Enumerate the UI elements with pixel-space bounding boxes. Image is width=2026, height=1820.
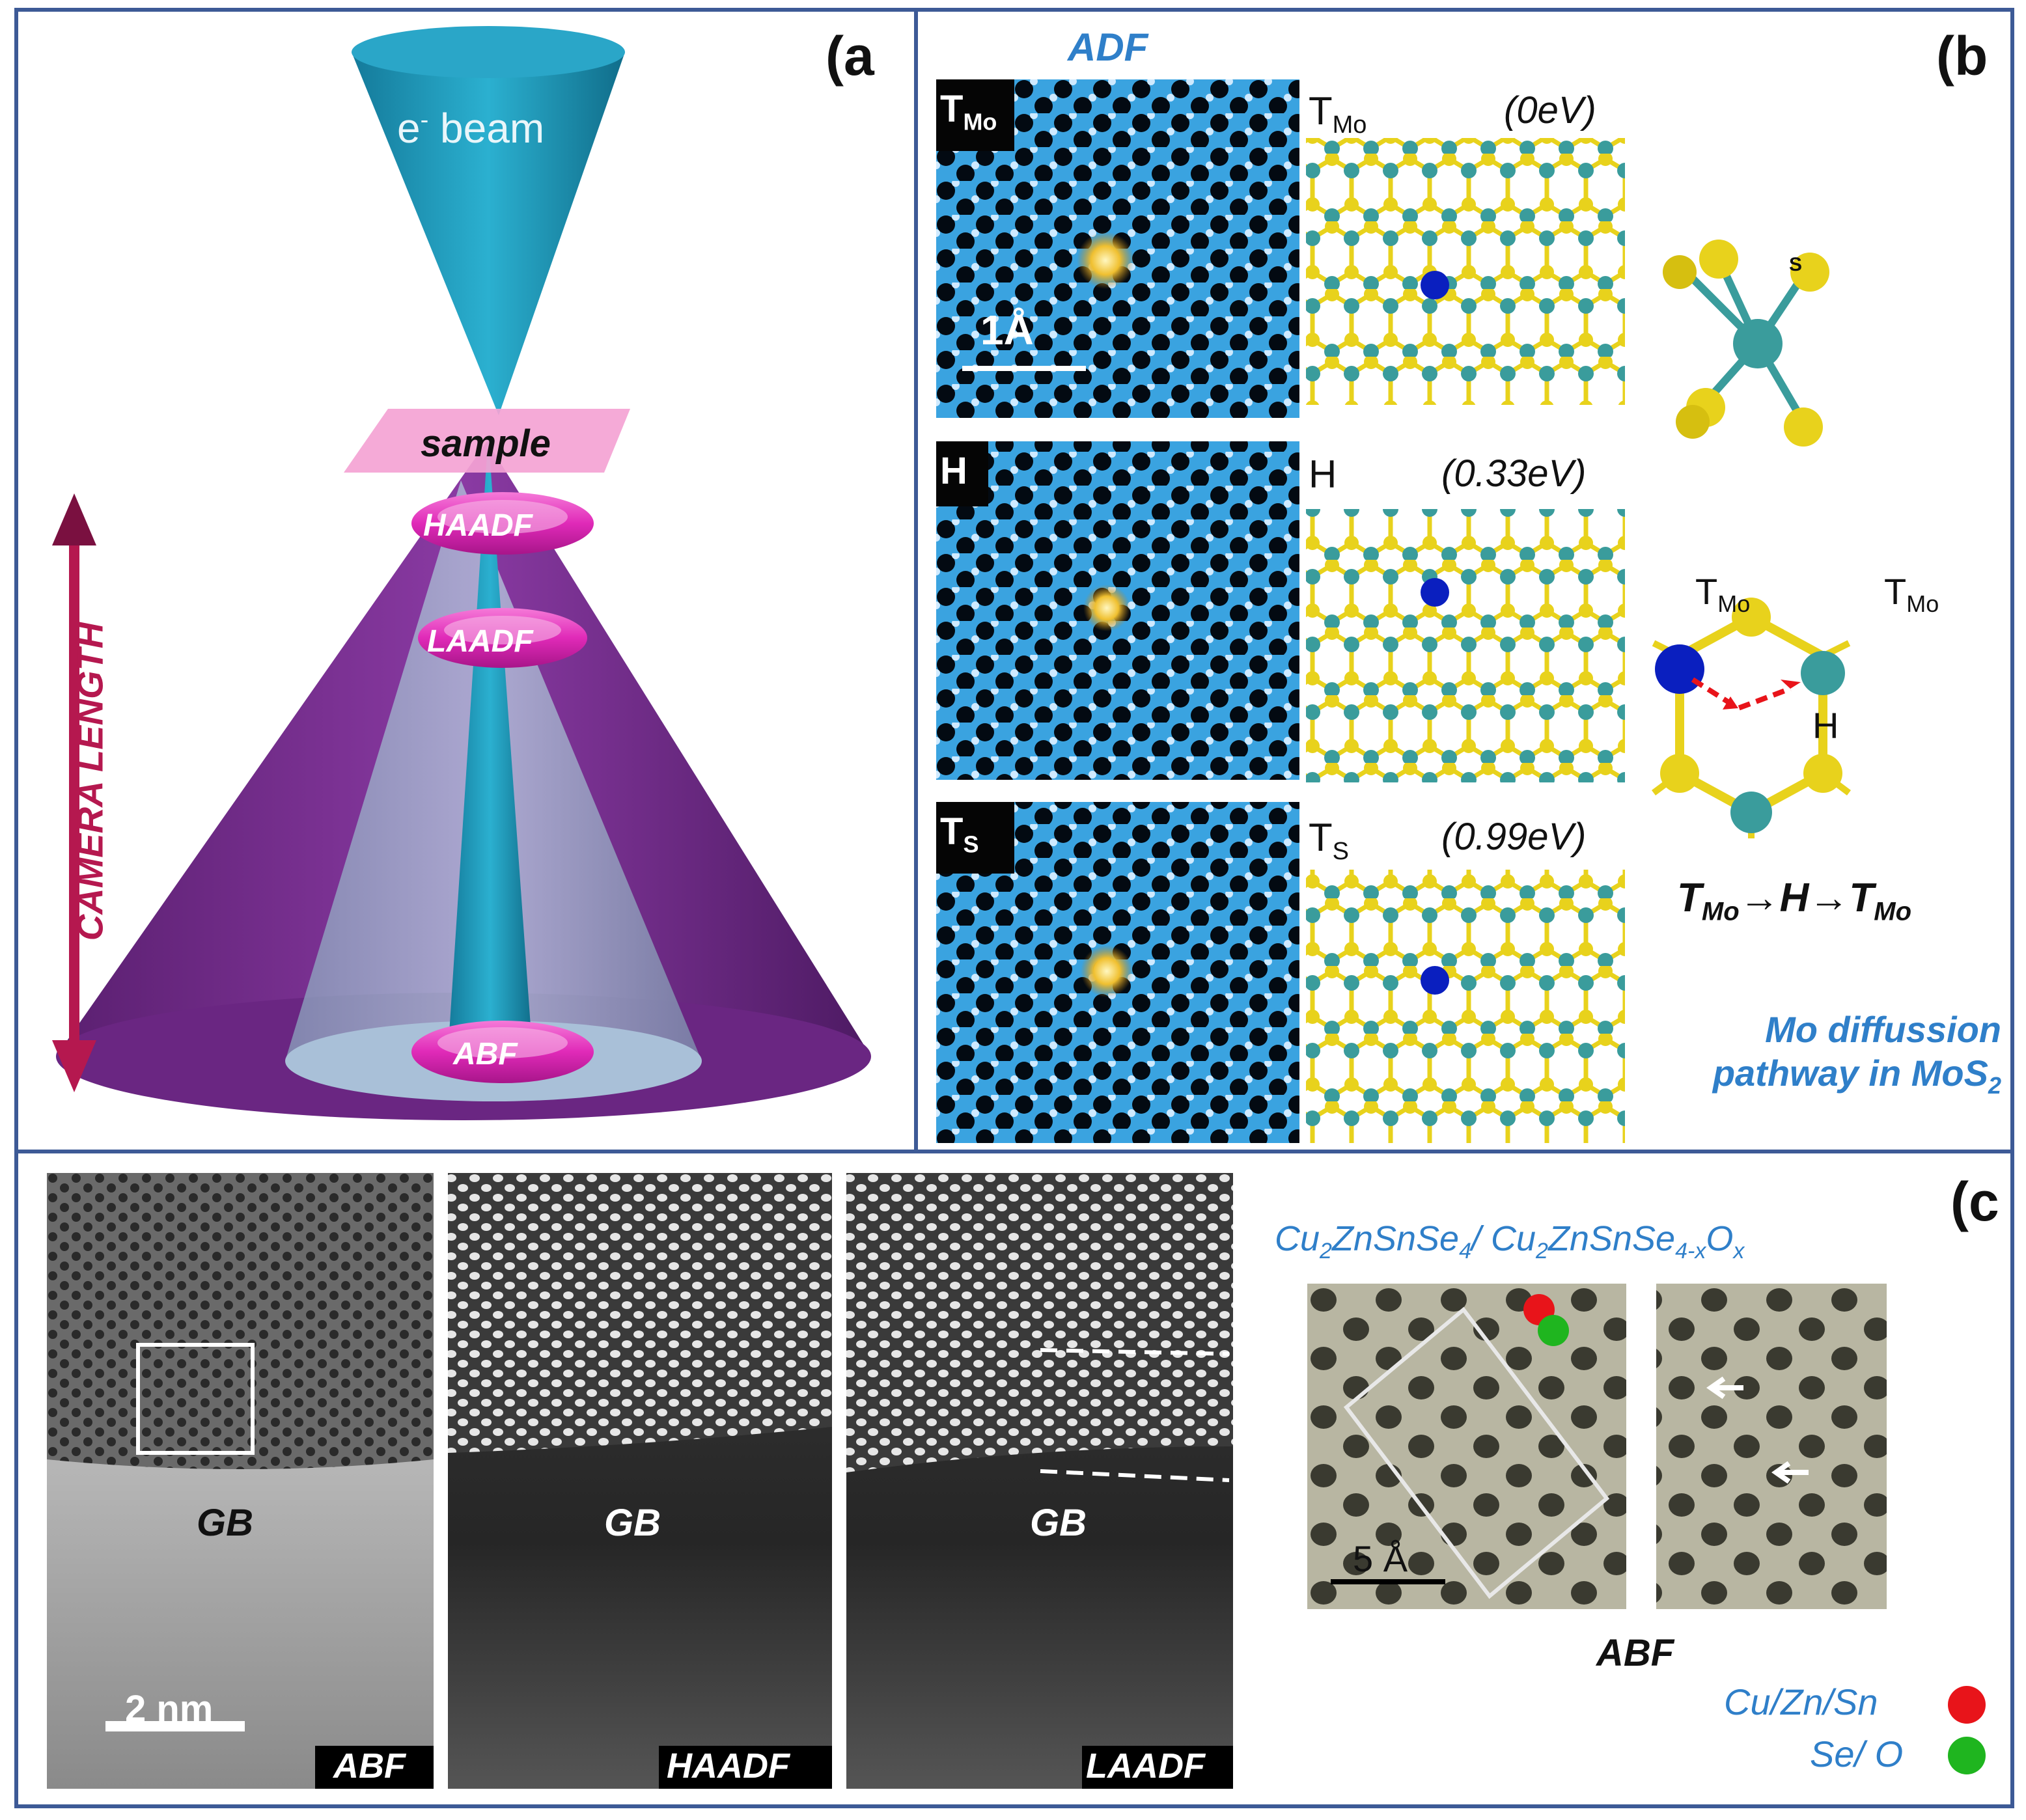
abf-insets	[1307, 1284, 1887, 1609]
haadf-ring	[411, 492, 594, 555]
dopant-ts	[1421, 966, 1449, 995]
adf-title: ADF	[1068, 25, 1148, 69]
octa-mo-label: Mo	[1825, 333, 1854, 355]
abf-inset-small	[1656, 1284, 1887, 1609]
panel-a-label: (a	[826, 25, 874, 87]
abf-inset-large	[1307, 1284, 1626, 1609]
legend-cu-zn-sn: Cu/Zn/Sn	[1724, 1681, 1878, 1722]
path-right-label: TMo	[1884, 571, 1939, 618]
pathway-hexagon	[1652, 598, 1851, 838]
haadf-gb-image	[448, 1173, 832, 1789]
scale-bar-1a: 1Å	[980, 307, 1034, 353]
legend-green-dot	[1948, 1737, 1986, 1774]
dopant-tmo	[1421, 271, 1449, 299]
struct-label-h: H	[1309, 452, 1337, 496]
legend-red-dot	[1948, 1686, 1986, 1724]
gb-label-laadf: GB	[1030, 1502, 1087, 1544]
panel-b-label: (b	[1936, 25, 1988, 87]
laadf-ring	[418, 608, 587, 668]
pathway-equation: TMo→H→TMo	[1677, 876, 1912, 926]
electron-beam-cone	[352, 26, 625, 415]
inset-abf-label: ABF	[1596, 1632, 1674, 1674]
lattice-h	[1306, 509, 1625, 782]
tag-h: H	[940, 450, 967, 492]
path-left-label: TMo	[1695, 571, 1751, 618]
camera-length-arrow	[52, 493, 96, 1092]
energy-h: (0.33eV)	[1441, 452, 1587, 495]
panel-a: (a	[14, 8, 919, 1156]
mos6-octahedron	[1663, 240, 1829, 447]
adf-image-ts	[936, 802, 1299, 1143]
haadf-label: HAADF	[423, 508, 533, 543]
tag-laadf: LAADF	[1086, 1746, 1205, 1786]
laadf-label: LAADF	[427, 624, 533, 659]
abf-gb-image	[47, 1173, 434, 1789]
legend-se-o: Se/ O	[1810, 1733, 1904, 1774]
panel-b: (b ADF	[914, 8, 2014, 1156]
scale-bar-2nm	[105, 1721, 245, 1731]
tag-abf: ABF	[333, 1746, 406, 1786]
gb-label-haadf: GB	[604, 1502, 661, 1544]
gb-label-abf: GB	[197, 1502, 253, 1544]
beam-label: e- beam	[397, 105, 545, 152]
sample-label: sample	[421, 422, 551, 465]
tag-haadf: HAADF	[667, 1746, 790, 1786]
energy-ts: (0.99eV)	[1441, 816, 1587, 858]
panel-c: (c	[14, 1150, 2014, 1808]
sample-plate	[344, 409, 630, 473]
scale-5a-label: 5 Å	[1353, 1538, 1408, 1579]
octa-s-label: S	[1789, 254, 1803, 275]
abf-roi-box	[136, 1343, 255, 1455]
adf-images	[936, 79, 1299, 1143]
lattice-tmo	[1306, 138, 1625, 405]
tag-tmo: TMo	[940, 88, 997, 135]
struct-label-ts: TS	[1309, 816, 1350, 865]
path-h-label: H	[1812, 705, 1839, 746]
stem-diagram	[52, 26, 871, 1120]
camera-length-label: CAMERA LENGTH	[69, 622, 111, 941]
scale-2nm-label: 2 nm	[125, 1688, 214, 1730]
material-formula: Cu2ZnSnSe4/ Cu2ZnSnSe4-xOx	[1275, 1219, 1745, 1263]
panel-c-label: (c	[1950, 1171, 1999, 1232]
gb-images	[47, 1173, 1233, 1789]
transmitted-beam	[448, 435, 533, 1053]
tag-ts: TS	[940, 810, 979, 858]
abf-ring	[411, 1021, 594, 1083]
pathway-caption: Mo diffussion pathway in MoS2	[1712, 1009, 2001, 1099]
lattice-ts	[1306, 870, 1625, 1143]
adf-image-tmo	[936, 79, 1299, 418]
octahedron-and-pathway	[1652, 240, 1851, 838]
adf-image-h	[936, 441, 1299, 780]
structure-models	[1306, 138, 1625, 1143]
abf-label: ABF	[453, 1037, 518, 1071]
dopant-h	[1421, 578, 1449, 607]
laadf-gb-image	[846, 1173, 1233, 1789]
energy-tmo: (0eV)	[1504, 89, 1596, 131]
struct-label-tmo: TMo	[1309, 89, 1367, 139]
